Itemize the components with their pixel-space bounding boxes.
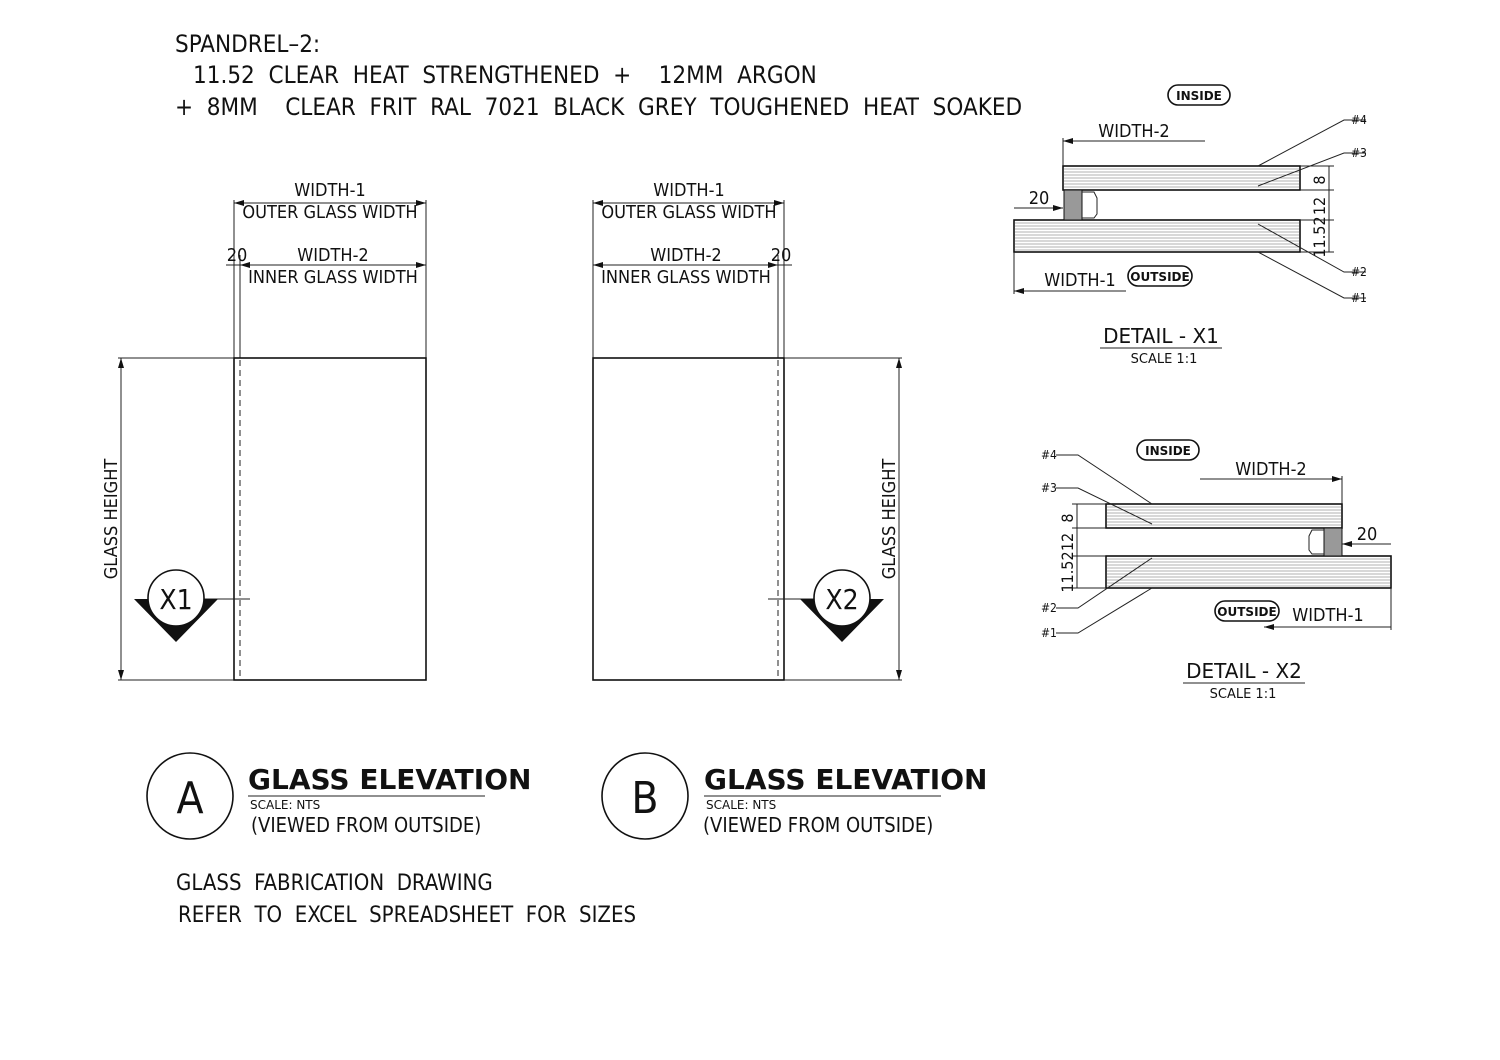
elev-b-width2-label: WIDTH-2 bbox=[650, 245, 721, 266]
elev-b-width1-label: WIDTH-1 bbox=[653, 180, 724, 201]
title-block-a: A GLASS ELEVATION SCALE: NTS (VIEWED FRO… bbox=[146, 752, 531, 840]
x2-outer-pane bbox=[1105, 555, 1392, 589]
glass-hatch bbox=[1107, 506, 1341, 526]
title-a-bubble bbox=[146, 752, 234, 840]
x2-surface-2: #2 bbox=[1041, 601, 1057, 615]
x1-outside-pill: OUTSIDE bbox=[1130, 270, 1189, 284]
callout-x2-label: X2 bbox=[825, 583, 858, 616]
elev-b-height-label: GLASS HEIGHT bbox=[879, 459, 900, 580]
x2-surface-1: #1 bbox=[1041, 626, 1057, 640]
elevation-a: WIDTH-1 OUTER GLASS WIDTH 20 WIDTH-2 INN… bbox=[101, 180, 427, 681]
spec-line-2: 11.52 CLEAR HEAT STRENGTHENED + 12MM ARG… bbox=[193, 61, 817, 89]
callout-x2: X2 bbox=[768, 569, 884, 642]
spec-line-1: SPANDREL–2: bbox=[175, 30, 320, 58]
note-line-1: GLASS FABRICATION DRAWING bbox=[176, 871, 493, 896]
elev-a-width1-label: WIDTH-1 bbox=[294, 180, 365, 201]
x2-dim-outer: 8 bbox=[1058, 513, 1077, 522]
callout-x1: X1 bbox=[134, 569, 250, 642]
title-a-name: GLASS ELEVATION bbox=[248, 763, 531, 796]
x1-dim-inner: 11.52 bbox=[1310, 216, 1329, 257]
x2-dim-inner: 11.52 bbox=[1058, 551, 1077, 592]
x2-inner-pane bbox=[1105, 503, 1343, 529]
x1-spacer bbox=[1063, 189, 1083, 221]
x1-inner-pane bbox=[1062, 165, 1301, 191]
x1-width1: WIDTH-1 bbox=[1044, 270, 1115, 291]
elev-b-width1-sub: OUTER GLASS WIDTH bbox=[601, 202, 776, 223]
glass-hatch bbox=[1064, 168, 1299, 188]
elev-a-width2-label: WIDTH-2 bbox=[297, 245, 368, 266]
x1-offset: 20 bbox=[1029, 188, 1050, 209]
specification-block: SPANDREL–2: 11.52 CLEAR HEAT STRENGTHENE… bbox=[175, 30, 1022, 121]
x1-inside-pill: INSIDE bbox=[1176, 89, 1222, 103]
x2-surface-3: #3 bbox=[1041, 481, 1057, 495]
x2-dim-gap: 12 bbox=[1058, 533, 1077, 551]
x1-scale: SCALE 1:1 bbox=[1131, 352, 1198, 367]
x2-offset: 20 bbox=[1357, 524, 1378, 545]
elevation-b: WIDTH-1 OUTER GLASS WIDTH 20 WIDTH-2 INN… bbox=[592, 180, 902, 681]
x1-surface-3: #3 bbox=[1351, 146, 1367, 160]
x2-spacer bbox=[1323, 527, 1343, 557]
title-b-letter: B bbox=[631, 773, 658, 824]
x1-dim-gap: 12 bbox=[1310, 197, 1329, 215]
x1-surface-1: #1 bbox=[1351, 291, 1367, 305]
x2-width1: WIDTH-1 bbox=[1292, 605, 1363, 626]
title-b-bubble bbox=[601, 752, 689, 840]
elev-b-width2-sub: INNER GLASS WIDTH bbox=[601, 267, 771, 288]
detail-x2: INSIDE OUTSIDE WIDTH-2 20 WIDTH-1 8 12 1… bbox=[1041, 439, 1392, 702]
x2-outside-pill: OUTSIDE bbox=[1217, 605, 1276, 619]
x1-surface-2: #2 bbox=[1351, 265, 1367, 279]
elev-a-height-label: GLASS HEIGHT bbox=[101, 459, 122, 580]
x2-scale: SCALE 1:1 bbox=[1210, 687, 1277, 702]
elev-a-glass-panel bbox=[233, 357, 427, 681]
notes: GLASS FABRICATION DRAWING REFER TO EXCEL… bbox=[176, 871, 636, 928]
title-a-scale: SCALE: NTS bbox=[250, 798, 320, 812]
x1-surface-4: #4 bbox=[1351, 113, 1367, 127]
elev-b-glass-panel bbox=[592, 357, 785, 681]
elev-a-width1-sub: OUTER GLASS WIDTH bbox=[242, 202, 417, 223]
glass-hatch bbox=[1107, 558, 1390, 587]
x2-inside-pill: INSIDE bbox=[1145, 444, 1191, 458]
x2-title: DETAIL - X2 bbox=[1186, 659, 1302, 683]
title-b-name: GLASS ELEVATION bbox=[704, 763, 987, 796]
title-a-view: (VIEWED FROM OUTSIDE) bbox=[251, 813, 481, 837]
title-block-b: B GLASS ELEVATION SCALE: NTS (VIEWED FRO… bbox=[601, 752, 987, 840]
x2-surface-4: #4 bbox=[1041, 448, 1057, 462]
note-line-2: REFER TO EXCEL SPREADSHEET FOR SIZES bbox=[178, 903, 636, 928]
elev-a-offset: 20 bbox=[227, 245, 248, 266]
elev-a-width2-sub: INNER GLASS WIDTH bbox=[248, 267, 418, 288]
x2-width2: WIDTH-2 bbox=[1235, 459, 1306, 480]
spec-line-3: + 8MM CLEAR FRIT RAL 7021 BLACK GREY TOU… bbox=[175, 93, 1022, 121]
glass-hatch bbox=[1015, 222, 1299, 251]
detail-x1: INSIDE OUTSIDE WIDTH-2 20 WIDTH-1 8 12 1… bbox=[1013, 84, 1367, 367]
x1-width2: WIDTH-2 bbox=[1098, 121, 1169, 142]
x1-title: DETAIL - X1 bbox=[1103, 324, 1219, 348]
callout-x1-label: X1 bbox=[159, 583, 192, 616]
elev-b-offset: 20 bbox=[771, 245, 792, 266]
x1-outer-pane bbox=[1013, 219, 1301, 253]
title-b-view: (VIEWED FROM OUTSIDE) bbox=[703, 813, 933, 837]
title-b-scale: SCALE: NTS bbox=[706, 798, 776, 812]
x1-dim-outer: 8 bbox=[1310, 175, 1329, 184]
title-a-letter: A bbox=[176, 773, 203, 824]
